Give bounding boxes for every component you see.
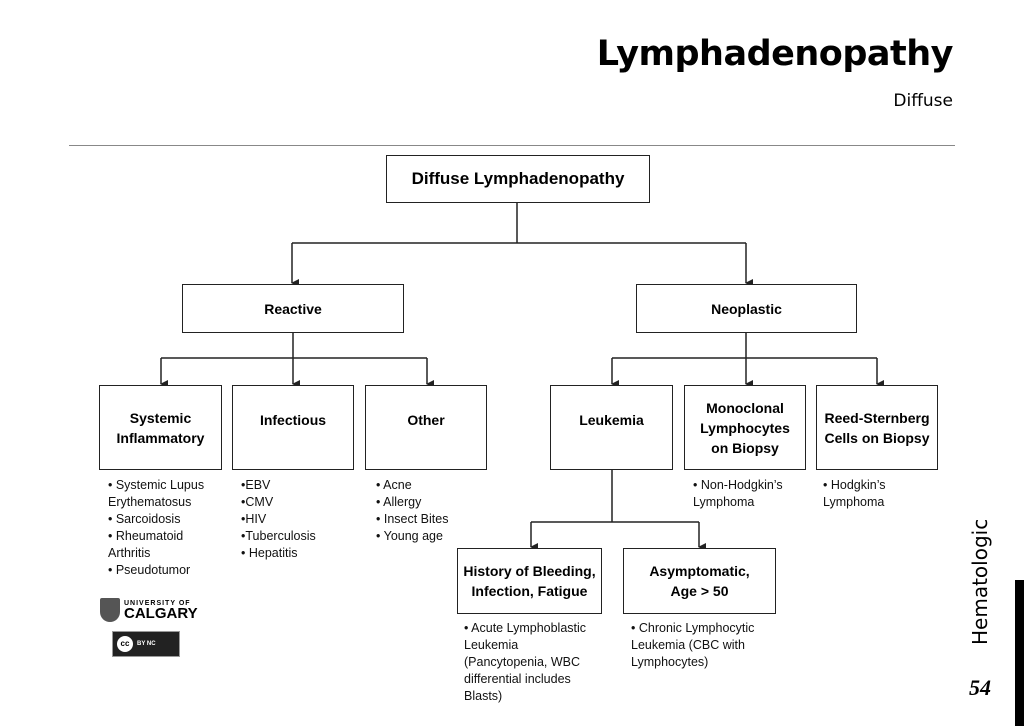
list-history: • Acute Lymphoblastic Leukemia (Pancytop… — [464, 620, 586, 705]
list-item: • Systemic Lupus — [108, 478, 205, 492]
node-reed-sternberg: Reed-Sternberg Cells on Biopsy — [816, 385, 938, 470]
list-item: Erythematosus — [108, 495, 192, 509]
list-item: Lymphocytes) — [631, 655, 709, 669]
list-item: • Non-Hodgkin’s — [693, 478, 783, 492]
node-history: History of Bleeding, Infection, Fatigue — [457, 548, 602, 614]
list-item: (Pancytopenia, WBC — [464, 655, 581, 669]
license-text: BY NC — [137, 641, 156, 647]
cc-icon: cc — [117, 636, 133, 652]
list-item: • Chronic Lymphocytic — [631, 621, 755, 635]
shield-icon — [100, 598, 120, 622]
list-item: • Sarcoidosis — [108, 512, 181, 526]
list-item: differential includes — [464, 672, 571, 686]
university-logo: UNIVERSITY OF CALGARY — [100, 598, 198, 622]
section-label: Hematologic — [968, 518, 992, 645]
node-monoclonal: Monoclonal Lymphocytes on Biopsy — [684, 385, 806, 470]
list-reed-sternberg: • Hodgkin’s Lymphoma — [823, 477, 886, 511]
root-connector — [292, 203, 746, 244]
list-item: Lymphoma — [693, 495, 755, 509]
node-root: Diffuse Lymphadenopathy — [386, 155, 650, 203]
node-other: Other — [365, 385, 487, 470]
node-systemic-inflammatory: Systemic Inflammatory — [99, 385, 222, 470]
node-neoplastic: Neoplastic — [636, 284, 857, 333]
list-item: •HIV — [241, 512, 267, 526]
list-item: •CMV — [241, 495, 274, 509]
logo-text-line2: CALGARY — [124, 604, 198, 622]
list-item: Leukemia (CBC with — [631, 638, 745, 652]
node-asymptomatic: Asymptomatic, Age > 50 — [623, 548, 776, 614]
node-leukemia: Leukemia — [550, 385, 673, 470]
node-reactive: Reactive — [182, 284, 404, 333]
list-item: • Acne — [376, 478, 412, 492]
list-item: • Hodgkin’s — [823, 478, 886, 492]
list-item: Blasts) — [464, 689, 503, 703]
list-item: Arthritis — [108, 546, 151, 560]
list-item: • Young age — [376, 529, 443, 543]
list-systemic-inflammatory: • Systemic Lupus Erythematosus • Sarcoid… — [108, 477, 204, 579]
list-item: Lymphoma — [823, 495, 885, 509]
list-item: Leukemia — [464, 638, 519, 652]
list-monoclonal: • Non-Hodgkin’s Lymphoma — [693, 477, 783, 511]
list-asymptomatic: • Chronic Lymphocytic Leukemia (CBC with… — [631, 620, 754, 671]
reactive-connector — [161, 333, 427, 359]
list-item: •Tuberculosis — [241, 529, 316, 543]
list-item: •EBV — [241, 478, 271, 492]
list-item: • Acute Lymphoblastic — [464, 621, 587, 635]
list-other: • Acne • Allergy • Insect Bites • Young … — [376, 477, 448, 545]
list-item: • Rheumatoid — [108, 529, 184, 543]
logo-text-line1: UNIVERSITY OF — [124, 599, 191, 607]
page-subtitle: Diffuse — [893, 91, 953, 111]
divider — [69, 145, 955, 146]
creative-commons-badge: cc BY NC — [112, 631, 180, 657]
neoplastic-connector — [612, 333, 877, 359]
list-item: • Insect Bites — [376, 512, 449, 526]
node-infectious: Infectious — [232, 385, 354, 470]
section-tab — [1015, 580, 1024, 726]
leukemia-connector — [531, 470, 699, 523]
list-item: • Hepatitis — [241, 546, 298, 560]
page-title: Lymphadenopathy — [596, 34, 954, 74]
list-infectious: •EBV •CMV •HIV •Tuberculosis • Hepatitis — [241, 477, 316, 562]
page-number: 54 — [969, 675, 991, 700]
list-item: • Pseudotumor — [108, 563, 191, 577]
list-item: • Allergy — [376, 495, 422, 509]
